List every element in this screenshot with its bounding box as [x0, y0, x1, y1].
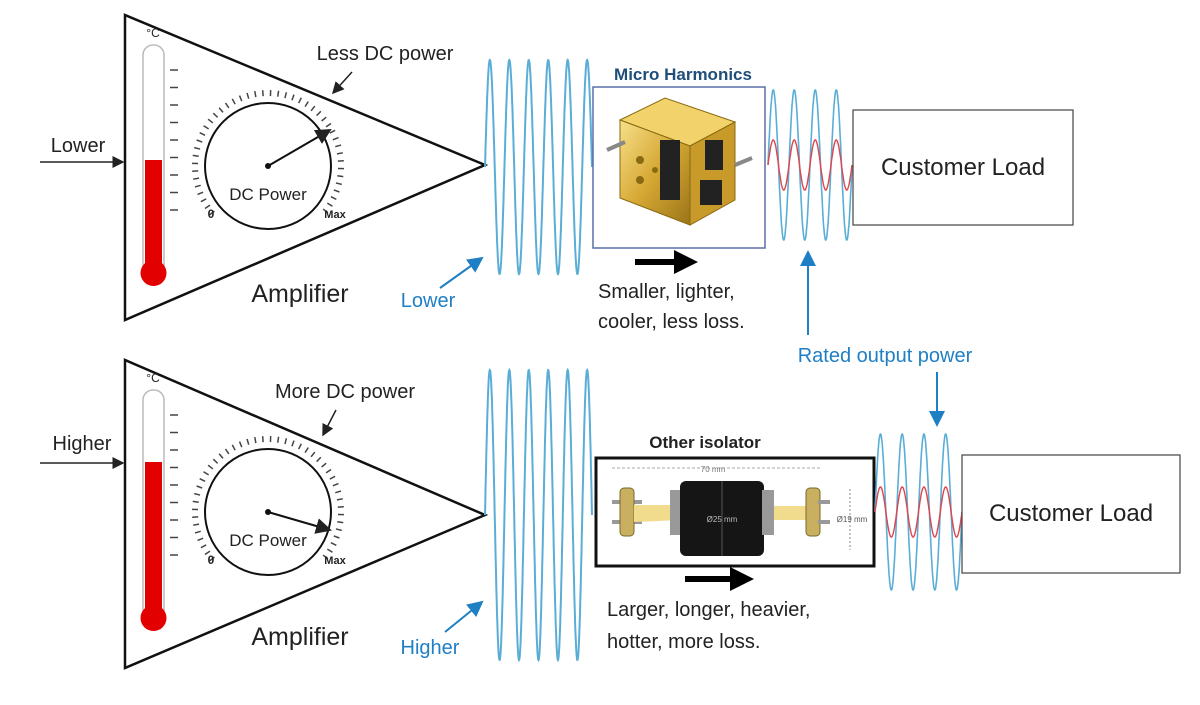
amplifier-label: Amplifier [251, 280, 348, 308]
input-level-label: Lower [51, 135, 106, 157]
bottom-row: Higher °C DC Power 0 Max More DC power A… [40, 360, 1180, 668]
customer-load-label: Customer Load [989, 500, 1153, 527]
temperature-level [145, 462, 162, 625]
dc-power-label: Less DC power [317, 43, 454, 65]
celsius-label: °C [146, 371, 160, 385]
output-level-arrow [440, 258, 482, 288]
dc-power-arrow [333, 72, 352, 93]
dc-power-label: More DC power [275, 381, 415, 403]
dial-min-label: 0 [208, 553, 215, 567]
dial-min-label: 0 [208, 207, 215, 221]
length-dimension: 70 mm [701, 465, 726, 474]
micro-harmonics-desc-line2: cooler, less loss. [598, 311, 745, 333]
other-isolator-desc-line2: hotter, more loss. [607, 631, 760, 653]
rated-output-power-label: Rated output power [798, 345, 973, 367]
amplifier-output-wave [485, 370, 592, 660]
micro-harmonics-desc-line1: Smaller, lighter, [598, 281, 735, 303]
dial-label: DC Power [229, 185, 307, 204]
dial-label: DC Power [229, 531, 307, 550]
other-isolator-desc-line1: Larger, longer, heavier, [607, 599, 810, 621]
dial-max-label: Max [324, 555, 346, 567]
output-level-label: Lower [401, 290, 456, 312]
output-level-label: Higher [401, 637, 460, 659]
other-isolator-title: Other isolator [649, 433, 761, 452]
customer-load-label: Customer Load [881, 154, 1045, 181]
amplifier-label: Amplifier [251, 623, 348, 651]
body-diameter-dimension: Ø25 mm [707, 515, 738, 524]
dc-power-arrow [323, 410, 336, 435]
top-row: Lower °C DC Power 0 Max Less DC power Am… [40, 15, 1073, 333]
amplifier-output-wave [485, 60, 592, 274]
flange-diameter-dimension: Ø19 mm [837, 515, 868, 524]
input-level-label: Higher [53, 433, 112, 455]
celsius-label: °C [146, 26, 160, 40]
output-wave-red [875, 487, 962, 537]
micro-harmonics-title: Micro Harmonics [614, 65, 752, 84]
dial-max-label: Max [324, 209, 346, 221]
output-level-arrow [445, 602, 482, 632]
